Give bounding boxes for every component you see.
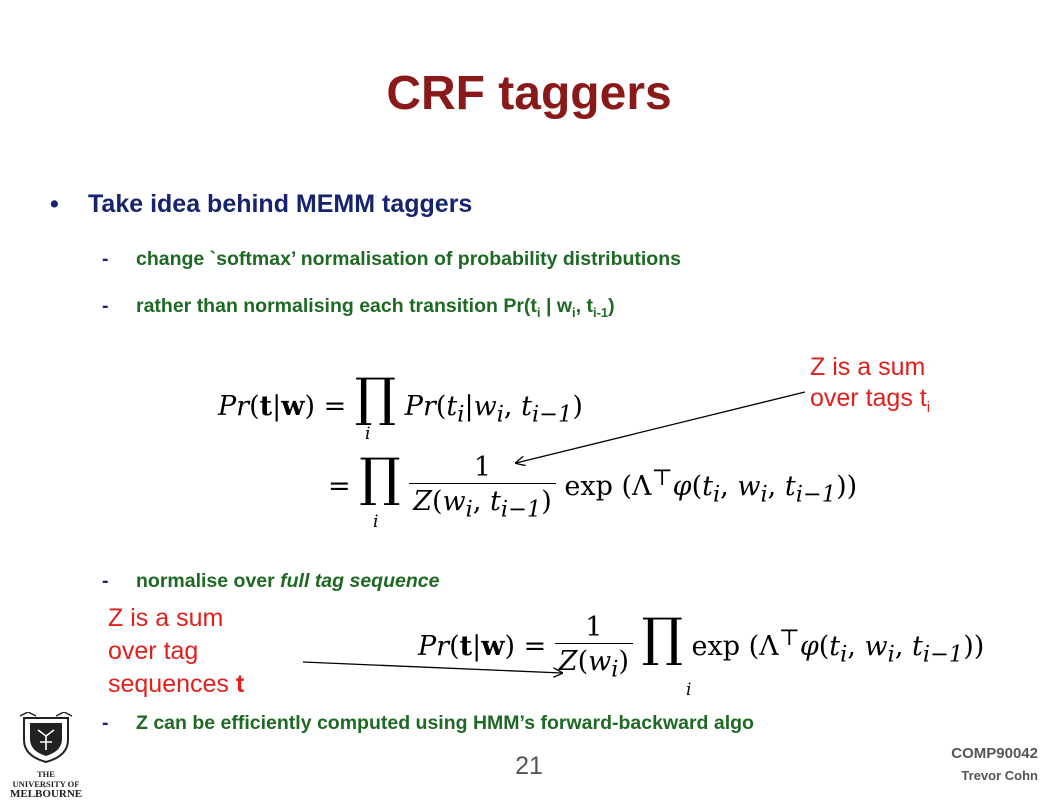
slide-title: CRF taggers bbox=[386, 67, 672, 120]
sub-point-1-text: change `softmax’ normalisation of probab… bbox=[136, 248, 681, 270]
sub-point-2-sub-b: i bbox=[572, 304, 576, 320]
annotation-2-line-3-text: sequences bbox=[108, 670, 236, 698]
annotation-2: Z is a sum over tag sequences t bbox=[108, 602, 244, 701]
dash: - bbox=[102, 248, 109, 270]
dash: - bbox=[102, 570, 109, 592]
sub-point-4: - Z can be efficiently computed using HMM… bbox=[102, 712, 754, 735]
equation-2-prod-index: i bbox=[373, 512, 379, 532]
annotation-2-line-2: over tag bbox=[108, 637, 199, 665]
author: Trevor Cohn bbox=[961, 768, 1038, 783]
sub-point-2-text-c: , t bbox=[575, 295, 593, 317]
sub-point-2-text-b: | w bbox=[540, 295, 572, 317]
annotation-1-sub: i bbox=[926, 399, 931, 416]
annotation-2-line-3: sequences t bbox=[108, 668, 244, 701]
sub-point-1: - change `softmax’ normalisation of proba… bbox=[102, 248, 681, 271]
equation-1-prod-index: i bbox=[365, 424, 371, 444]
annotation-1: Z is a sum over tags ti bbox=[810, 352, 930, 423]
equation-1-line-1: Pr(t|w) = ∏ Pr(ti|wi, ti−1) bbox=[218, 368, 583, 428]
page-number: 21 bbox=[515, 752, 543, 780]
sub-point-2-text-a: rather than normalising each transition … bbox=[136, 295, 537, 317]
sub-point-2-sub-c: i-1 bbox=[592, 304, 609, 320]
course-code: COMP90042 bbox=[951, 745, 1038, 762]
sub-point-2-sub-a: i bbox=[536, 304, 541, 320]
university-crest-logo-icon bbox=[19, 711, 73, 764]
arrow-2 bbox=[302, 661, 562, 673]
logo-caption-line-1: THE UNIVERSITY OF bbox=[12, 769, 80, 789]
sub-point-4-text: Z can be efficiently computed using HMM’… bbox=[136, 712, 754, 734]
sub-point-2-text-d: ) bbox=[608, 295, 615, 317]
logo-caption-line-2: MELBOURNE bbox=[10, 788, 83, 800]
dash: - bbox=[102, 712, 109, 734]
annotation-2-line-1: Z is a sum bbox=[108, 604, 224, 632]
equation-3-prod-index: i bbox=[686, 680, 692, 700]
dash: - bbox=[102, 295, 109, 317]
bullet-text: Take idea behind MEMM taggers bbox=[88, 190, 473, 218]
arrow-1 bbox=[516, 391, 806, 463]
sub-point-3-emphasis: full tag sequence bbox=[280, 570, 440, 592]
bullet-dot-icon: • bbox=[50, 190, 59, 218]
sub-point-3-text: normalise over bbox=[136, 570, 281, 592]
annotation-2-bold: t bbox=[235, 670, 245, 698]
annotation-1-line-2-text: over tags t bbox=[810, 384, 927, 412]
sub-point-3: - normalise over full tag sequence bbox=[102, 570, 439, 593]
course-info: COMP90042 Trevor Cohn bbox=[951, 743, 1038, 787]
main-bullet: • Take idea behind MEMM taggers bbox=[50, 190, 472, 219]
sub-point-2: - rather than normalising each transition… bbox=[102, 295, 615, 320]
annotation-1-line-1: Z is a sum bbox=[810, 353, 926, 381]
annotation-1-line-2: over tags ti bbox=[810, 383, 930, 423]
